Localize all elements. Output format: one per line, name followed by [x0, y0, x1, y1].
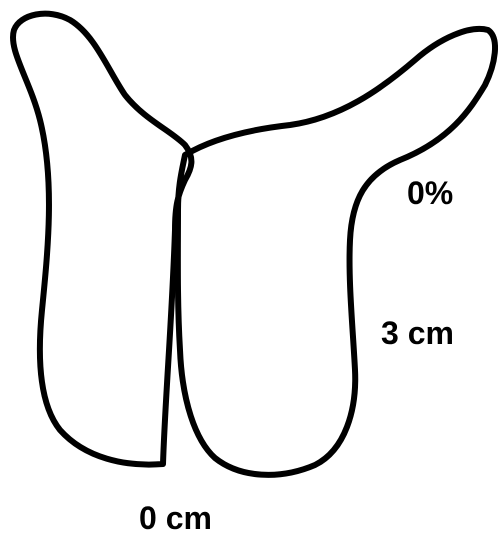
bottom-measurement-label: 0 cm: [139, 502, 212, 534]
left-fragment-outline: [13, 14, 191, 465]
right-fragment-outline: [178, 29, 495, 475]
right-measurement-label: 3 cm: [381, 317, 454, 349]
percent-label: 0%: [407, 177, 453, 209]
